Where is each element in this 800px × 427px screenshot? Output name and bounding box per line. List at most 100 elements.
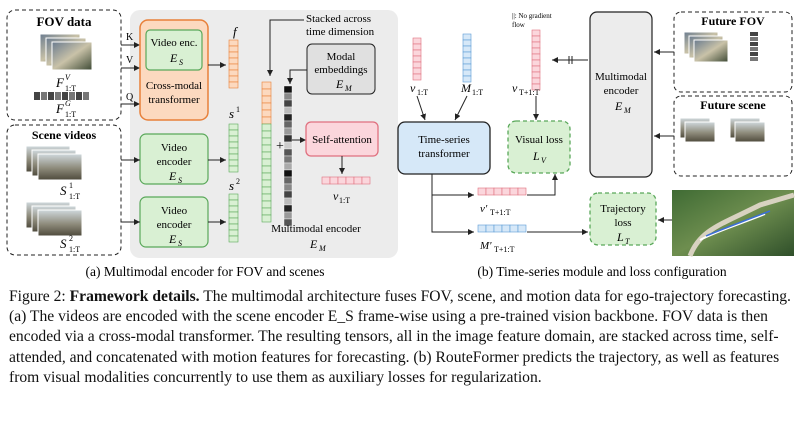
stacked-cell	[261, 186, 272, 195]
video-encoder-1-es: E	[168, 169, 177, 183]
vPredTop-cell	[531, 47, 541, 55]
gaze-cell	[750, 47, 758, 51]
caption-title: Framework details.	[69, 288, 200, 305]
future-fov-gaze-bar	[750, 32, 758, 61]
svg-text:2: 2	[69, 234, 73, 243]
vPredTop-cell	[531, 53, 541, 61]
embedding-cell	[283, 211, 293, 220]
v1t-label: v 1:T	[410, 81, 428, 97]
stacked-cell	[261, 144, 272, 153]
figure-caption: Figure 2: Framework details. The multimo…	[9, 287, 793, 388]
vPredTop-cell	[531, 41, 541, 49]
fVec-cell	[228, 51, 239, 59]
trajectory-loss-symbol: L	[616, 230, 624, 244]
stacked-note-1: Stacked across	[306, 13, 371, 25]
m1t-vector	[462, 33, 472, 83]
fov-label-v: F V 1:T	[55, 73, 76, 93]
svg-text:T+1:T: T+1:T	[494, 245, 515, 254]
es-label: E	[169, 51, 178, 65]
stacked-cell	[261, 102, 272, 111]
embedding-cell	[283, 169, 293, 178]
gaze-cell	[750, 42, 758, 46]
stacked-cell	[261, 109, 272, 118]
vTop-cell	[412, 55, 422, 63]
stacked-cell	[261, 207, 272, 216]
gaze-cell	[76, 92, 82, 100]
vHat-cell	[485, 187, 495, 196]
s2Vec-cell	[228, 205, 239, 213]
vPredTop-cell	[531, 35, 541, 43]
svg-text:v': v'	[480, 203, 488, 215]
future-scene-frames	[679, 117, 766, 143]
modal-emb-label-2: embeddings	[314, 64, 367, 76]
scene-label-1: S 1 1:T	[60, 181, 80, 201]
label-v: V	[126, 55, 134, 66]
embedding-cell	[283, 92, 293, 101]
label-q: Q	[126, 92, 134, 103]
mTop-cell	[462, 33, 472, 41]
v-output-vector	[321, 176, 371, 185]
vHat-cell	[509, 187, 519, 196]
svg-text:s: s	[229, 178, 234, 193]
s1-vector	[228, 123, 239, 173]
trajectory-loss-label-2: loss	[614, 217, 631, 229]
s1Vec-cell	[228, 153, 239, 161]
gaze-cell	[750, 32, 758, 36]
vPredTop-cell	[531, 71, 541, 79]
modal-emb-em-sub: M	[344, 84, 353, 93]
multimodal-encoder-em-sub: M	[318, 244, 327, 253]
s2-vector	[228, 193, 239, 243]
stacked-cell	[261, 123, 272, 132]
vTop-cell	[412, 73, 422, 81]
svg-text:1:T: 1:T	[472, 88, 483, 97]
vOutLeft-cell	[353, 176, 363, 185]
m1t-label: M 1:T	[460, 81, 483, 97]
cross-modal-label-1: Cross-modal	[146, 80, 202, 92]
mm-encoder-right-em-sub: M	[623, 106, 632, 115]
mm-encoder-right-label-2: encoder	[604, 85, 639, 97]
svg-text:F: F	[55, 75, 65, 90]
embedding-cell	[283, 99, 293, 108]
s1Vec-cell	[228, 165, 239, 173]
future-scene-title: Future scene	[700, 98, 766, 112]
video-encoder-1-label-a: Video	[161, 142, 188, 154]
es-sub: S	[179, 58, 183, 67]
svg-text:1: 1	[69, 181, 73, 190]
modal-emb-em: E	[335, 77, 344, 91]
stacked-cell	[261, 193, 272, 202]
svg-text:S: S	[60, 183, 67, 198]
gaze-cell	[34, 92, 40, 100]
scene-videos-box	[6, 124, 122, 256]
s2Vec-cell	[228, 229, 239, 237]
gaze-cell	[750, 52, 758, 56]
stacked-cell	[261, 165, 272, 174]
svg-text:M': M'	[479, 240, 492, 252]
fov-label-g: F G 1:T	[55, 99, 76, 119]
svg-text:1:T: 1:T	[339, 196, 350, 205]
scene-frames-2	[25, 201, 83, 237]
vPredTop-cell	[531, 77, 541, 85]
mHat-cell	[517, 224, 527, 233]
mm-encoder-right-label-1: Multimodal	[595, 71, 647, 83]
multimodal-encoder-label: Multimodal encoder	[271, 223, 361, 235]
trajectory-loss-label-1: Trajectory	[600, 203, 646, 215]
embedding-cell	[283, 127, 293, 136]
fov-video-frames	[39, 33, 93, 71]
no-gradient-note-2: flow	[512, 21, 526, 29]
mTop-cell	[462, 51, 472, 59]
vpred-vector	[531, 29, 541, 91]
video-encoder-2-es: E	[168, 232, 177, 246]
vHat-cell	[493, 187, 503, 196]
video-encoder-2-label-a: Video	[161, 205, 188, 217]
vHat-cell	[477, 187, 487, 196]
stacked-cell	[261, 172, 272, 181]
mhat-label: M' T+1:T	[479, 240, 515, 254]
video-encoder-2-es-sub: S	[178, 239, 182, 248]
video-encoder-1-es-sub: S	[178, 176, 182, 185]
mTop-cell	[462, 75, 472, 83]
mHat-cell	[501, 224, 511, 233]
fov-gaze-bar	[34, 92, 89, 100]
vHat-cell	[517, 187, 527, 196]
s1-label: s 1	[229, 105, 240, 121]
stacked-cell	[261, 95, 272, 104]
